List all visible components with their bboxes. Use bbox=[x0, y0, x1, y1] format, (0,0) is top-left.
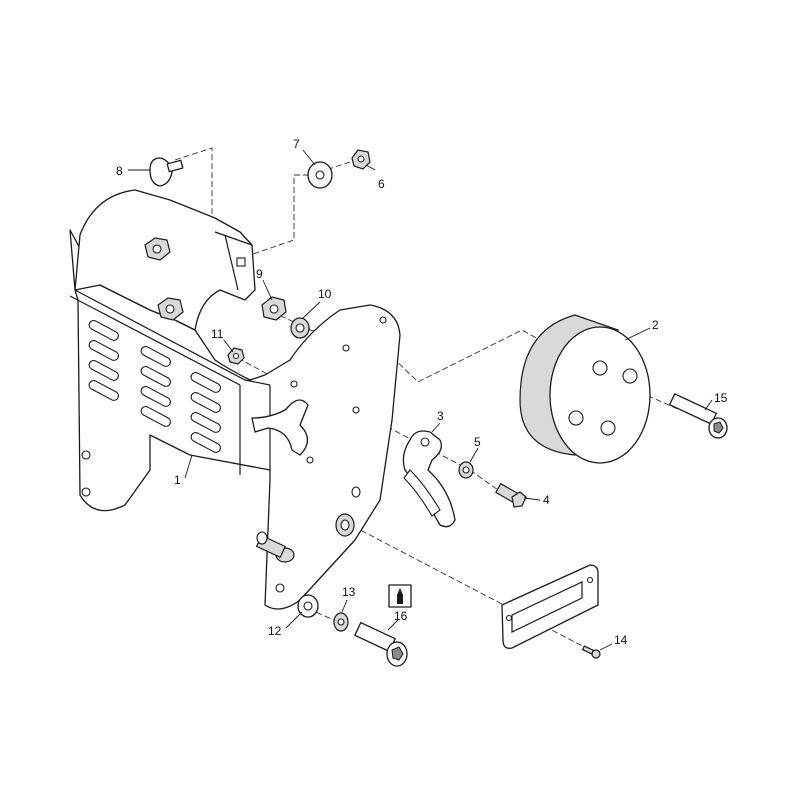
callout-11: 11 bbox=[211, 327, 224, 341]
cap-screw-part-15 bbox=[668, 393, 728, 439]
washer-part-12 bbox=[297, 594, 319, 618]
drum-part-2 bbox=[519, 314, 651, 464]
cap-screw-part-16 bbox=[354, 621, 408, 667]
carriage-bolt-part-8 bbox=[149, 157, 184, 187]
nut-part-6 bbox=[351, 149, 371, 170]
label-plate bbox=[501, 564, 599, 649]
callout-leaders bbox=[128, 149, 713, 651]
callout-7: 7 bbox=[293, 137, 300, 151]
callout-14: 14 bbox=[614, 633, 628, 647]
callout-13: 13 bbox=[342, 585, 356, 599]
callout-9: 9 bbox=[256, 267, 263, 281]
callout-1: 1 bbox=[174, 473, 181, 487]
callout-labels: 8 7 6 9 10 11 2 15 3 5 4 1 12 13 16 14 bbox=[116, 137, 728, 647]
callout-4: 4 bbox=[543, 493, 550, 507]
callout-2: 2 bbox=[652, 318, 659, 332]
callout-12: 12 bbox=[268, 624, 282, 638]
nut-part-9 bbox=[261, 296, 287, 321]
nut-part-11 bbox=[227, 347, 245, 365]
lock-washer-part-13 bbox=[333, 612, 349, 632]
bracket-part-1 bbox=[69, 189, 401, 610]
washer-part-5 bbox=[458, 461, 474, 479]
screw-part-14 bbox=[581, 645, 601, 659]
callout-6: 6 bbox=[378, 177, 385, 191]
threadlocker-icon bbox=[388, 584, 412, 608]
washer-part-10 bbox=[290, 317, 310, 339]
curved-bracket-part-3 bbox=[402, 430, 456, 528]
callout-16: 16 bbox=[394, 609, 408, 623]
callout-5: 5 bbox=[474, 435, 481, 449]
callout-3: 3 bbox=[437, 409, 444, 423]
bolt-part-4 bbox=[495, 482, 527, 508]
washer-part-7 bbox=[307, 161, 333, 189]
callout-8: 8 bbox=[116, 164, 123, 178]
callout-10: 10 bbox=[318, 287, 332, 301]
callout-15: 15 bbox=[714, 391, 728, 405]
